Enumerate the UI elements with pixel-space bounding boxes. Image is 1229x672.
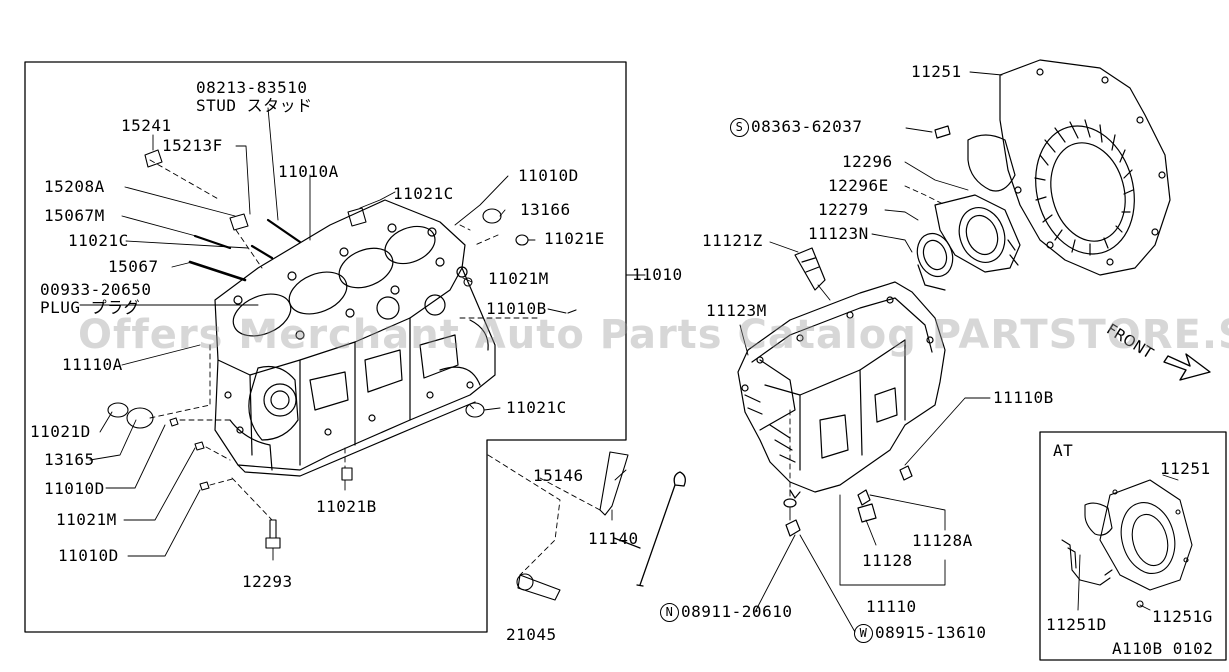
label-11010a: 11010A [278, 162, 339, 181]
n-symbol-icon: N [660, 603, 679, 622]
label-12293: 12293 [242, 572, 293, 591]
label-11010d-bottom: 11010D [58, 546, 119, 565]
label-11010d-low: 11010D [44, 479, 105, 498]
label-15241: 15241 [121, 116, 172, 135]
label-13165: 13165 [44, 450, 95, 469]
label-11010: 11010 [632, 265, 683, 284]
label-11251: 11251 [911, 62, 962, 81]
label-11021m-top: 11021M [488, 269, 549, 288]
rear-plate [967, 59, 1171, 276]
label-11021d: 11021D [30, 422, 91, 441]
right-leaders [739, 71, 1179, 633]
block-small-parts [107, 149, 629, 601]
block-leaders [79, 107, 646, 576]
block-group-frame [24, 61, 627, 633]
dipstick [613, 471, 686, 587]
label-plug-name: PLUG プラグ [40, 298, 141, 317]
w-symbol-icon: W [854, 624, 873, 643]
label-11140: 11140 [588, 529, 639, 548]
s-part-number: 08363-62037 [751, 117, 863, 136]
n-part-number: 08911-20610 [681, 602, 793, 621]
at-plate [1061, 479, 1193, 608]
label-stud-name: STUD スタッド [196, 96, 313, 115]
label-stud-part: 08213-83510 [196, 78, 308, 97]
cylinder-block [214, 199, 496, 477]
label-12279: 12279 [818, 200, 869, 219]
label-15213f: 15213F [162, 136, 223, 155]
label-15067m: 15067M [44, 206, 105, 225]
label-13166: 13166 [520, 200, 571, 219]
label-11123m: 11123M [706, 301, 767, 320]
label-plug-part: 00933-20650 [40, 280, 152, 299]
s-symbol-icon: S [730, 118, 749, 137]
label-12296: 12296 [842, 152, 893, 171]
label-11021c-low: 11021C [506, 398, 567, 417]
label-11010b: 11010B [486, 299, 547, 318]
label-15208a: 15208A [44, 177, 105, 196]
front-arrow-icon [1163, 353, 1211, 381]
label-11128: 11128 [862, 551, 913, 570]
label-11021c-left: 11021C [68, 231, 129, 250]
label-11021m-low: 11021M [56, 510, 117, 529]
label-11110a: 11110A [62, 355, 123, 374]
label-15146: 15146 [533, 466, 584, 485]
label-at-11251g: 11251G [1152, 607, 1213, 626]
label-11021e: 11021E [544, 229, 605, 248]
label-at-11251: 11251 [1160, 459, 1211, 478]
label-12296e: 12296E [828, 176, 889, 195]
label-21045: 21045 [506, 625, 557, 644]
label-15067: 15067 [108, 257, 159, 276]
label-11021c-top: 11021C [393, 184, 454, 203]
label-11110: 11110 [866, 597, 917, 616]
label-11121z: 11121Z [702, 231, 763, 250]
label-11110b: 11110B [993, 388, 1054, 407]
seal-retainer [916, 125, 1021, 291]
oil-pan [737, 281, 946, 537]
label-11123n: 11123N [808, 224, 869, 243]
w-part-number: 08915-13610 [875, 623, 987, 642]
sender-unit [794, 247, 826, 291]
watermark: Offers Merchant Auto Parts Catalog PARTS… [78, 312, 1229, 358]
label-at-title: AT [1053, 441, 1074, 460]
label-at-11251d: 11251D [1046, 615, 1107, 634]
label-11128a: 11128A [912, 531, 973, 550]
figure-code: A110B 0102 [1112, 639, 1214, 658]
at-inset-frame [1039, 431, 1227, 661]
label-11021b: 11021B [316, 497, 377, 516]
label-11010d-top: 11010D [518, 166, 579, 185]
